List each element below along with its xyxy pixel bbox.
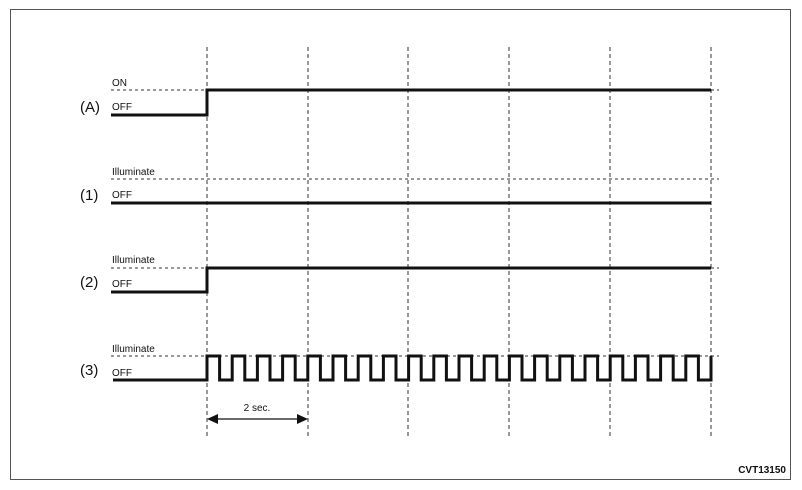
row-2-low-label: OFF — [112, 279, 132, 290]
row-3-low-label: OFF — [112, 368, 132, 379]
interval-label: 2 sec. — [244, 403, 271, 414]
row-1-high-label: Illuminate — [112, 167, 155, 178]
figure-frame — [10, 9, 791, 480]
waveforms — [111, 88, 713, 382]
row-1-low-label: OFF — [112, 190, 132, 201]
interval-arrow — [207, 414, 308, 424]
row-a-high-label: ON — [112, 78, 127, 89]
row-2-high-label: Illuminate — [112, 255, 155, 266]
interval-arrow-right-head — [297, 414, 308, 424]
row-label-3: (3) — [80, 362, 98, 379]
row-a-low-label: OFF — [112, 102, 132, 113]
row-label-a: (A) — [80, 99, 100, 116]
waveform-row-3 — [113, 354, 713, 382]
waveform-row-2 — [111, 266, 711, 294]
row-3-high-label: Illuminate — [112, 344, 155, 355]
interval-arrow-left-head — [207, 414, 218, 424]
row-label-2: (2) — [80, 274, 98, 291]
figure-code: CVT13150 — [738, 465, 786, 476]
waveform-row-0 — [111, 88, 711, 117]
row-label-1: (1) — [80, 187, 98, 204]
high-level-guides — [111, 89, 719, 357]
